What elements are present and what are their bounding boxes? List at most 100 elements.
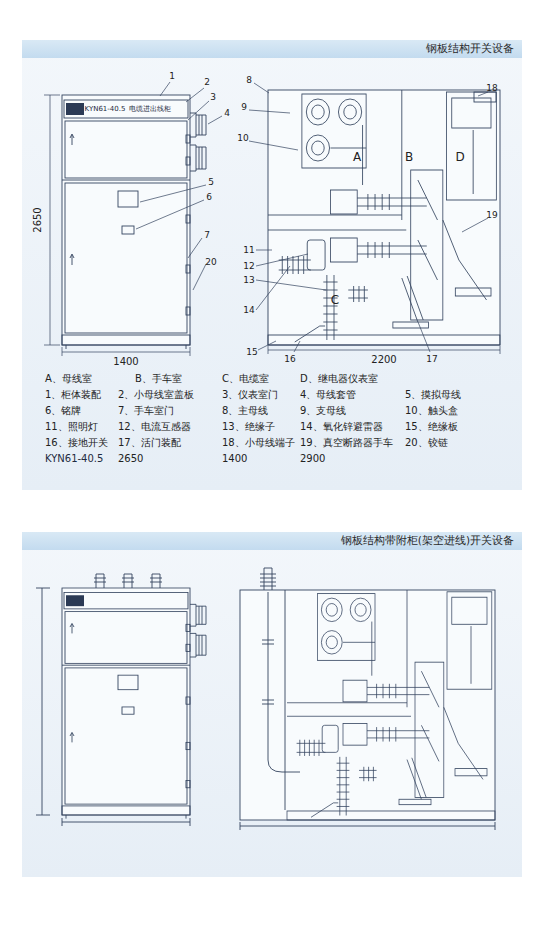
legend-item: 11、照明灯 xyxy=(45,422,98,432)
callout-number: 19 xyxy=(486,211,497,220)
drawing-g xyxy=(44,82,500,356)
legend-item: B、手车室 xyxy=(135,374,182,384)
callout-number: 14 xyxy=(243,306,254,315)
dimension-label: 2900 xyxy=(300,454,325,464)
callout-number: 18 xyxy=(486,84,497,93)
legend-item: 15、绝缘板 xyxy=(405,422,458,432)
drawing-line xyxy=(240,822,241,830)
drawing-g xyxy=(268,90,500,345)
drawing-line xyxy=(62,822,190,823)
compartment-letter: A xyxy=(353,151,361,163)
legend-item: 1、柜体装配 xyxy=(45,390,101,400)
header-band: 钢板结构带附柜(架空进线)开关设备 xyxy=(22,532,522,550)
legend-item: A、母线室 xyxy=(45,374,92,384)
drawing-line xyxy=(62,347,63,356)
dimension-label: 2650 xyxy=(118,454,143,464)
compartment-letter: C xyxy=(331,294,339,306)
drawing-line xyxy=(44,345,60,346)
drawing-rect xyxy=(240,590,495,820)
legend-item: 18、小母线端子 xyxy=(222,438,295,448)
drawing-use xyxy=(287,590,495,820)
drawing-line xyxy=(36,815,50,816)
drawing-path xyxy=(136,82,222,290)
callout-number: 13 xyxy=(243,276,254,285)
drawing-line xyxy=(44,95,60,96)
dimension-label: 1400 xyxy=(222,454,247,464)
drawing-path xyxy=(268,592,300,772)
drawing-path xyxy=(262,640,274,704)
legend-item: 9、支母线 xyxy=(300,406,346,416)
legend-item: 10、触头盒 xyxy=(405,406,458,416)
nameplate-text: KYN61-40.5 xyxy=(85,105,126,112)
drawing-line xyxy=(500,346,501,354)
legend-item: 8、主母线 xyxy=(222,406,268,416)
legend-item: 6、铭牌 xyxy=(45,406,81,416)
drawing-line xyxy=(42,588,43,815)
legend-item: 2、小母线室盖板 xyxy=(118,390,194,400)
legend-item: 19、真空断路器手车 xyxy=(300,438,393,448)
callout-number: 20 xyxy=(205,258,216,267)
callout-number: 10 xyxy=(237,134,248,143)
legend-item: 4、母线套管 xyxy=(300,390,356,400)
header-text: 钢板结构带附柜(架空进线)开关设备 xyxy=(341,534,514,548)
dimension-label: 1400 xyxy=(113,357,138,367)
legend-item: D、继电器仪表室 xyxy=(300,374,378,384)
drawing-use xyxy=(62,95,206,349)
drawing-rect xyxy=(22,532,522,877)
drawing-line xyxy=(36,588,50,589)
drawing-line xyxy=(62,818,63,826)
callout-number: 3 xyxy=(210,93,216,102)
drawing-line xyxy=(285,590,286,810)
legend-item: 14、氧化锌避雷器 xyxy=(300,422,383,432)
drawing-line xyxy=(190,818,191,826)
callout-number: 11 xyxy=(243,246,254,255)
legend-item: 16、接地开关 xyxy=(45,438,108,448)
nameplate-text: KYN61-40.5 xyxy=(45,454,103,464)
compartment-letter: D xyxy=(455,151,464,163)
drawing-line xyxy=(268,350,500,351)
callout-number: 7 xyxy=(204,231,210,240)
legend-item: 12、电流互感器 xyxy=(118,422,191,432)
drawing-rect xyxy=(22,40,522,490)
callout-number: 1 xyxy=(169,72,175,81)
drawing-line xyxy=(268,346,269,354)
callout-number: 15 xyxy=(246,348,257,357)
drawing-path xyxy=(260,568,276,590)
drawing-path xyxy=(96,574,160,588)
drawing-line xyxy=(62,352,190,353)
callout-number: 16 xyxy=(284,355,295,364)
drawing-path xyxy=(94,578,162,582)
drawing-line xyxy=(240,826,495,827)
callout-number: 2 xyxy=(204,78,210,87)
drawing-line xyxy=(495,822,496,830)
callout-number: 4 xyxy=(224,109,230,118)
drawing-path xyxy=(249,83,488,352)
callout-number: 17 xyxy=(426,355,437,364)
legend-item: 17、活门装配 xyxy=(118,438,181,448)
callout-number: 9 xyxy=(241,103,247,112)
nameplate-text: 电缆进出线柜 xyxy=(129,105,171,112)
drawing-line xyxy=(50,95,51,345)
callout-number: 8 xyxy=(246,76,252,85)
legend-item: 7、手车室门 xyxy=(118,406,174,416)
dimension-label: 2650 xyxy=(33,207,43,232)
callout-number: 12 xyxy=(243,262,254,271)
compartment-letter: B xyxy=(405,151,413,163)
dimension-label: 2200 xyxy=(371,355,396,365)
callout-number: 5 xyxy=(208,178,214,187)
legend-item: 20、铰链 xyxy=(405,438,448,448)
drawing-g xyxy=(36,568,495,830)
legend-item: 3、仪表室门 xyxy=(222,390,278,400)
drawing-use xyxy=(268,90,500,345)
callout-number: 6 xyxy=(206,193,212,202)
legend-item: C、电缆室 xyxy=(222,374,269,384)
header-text: 钢板结构开关设备 xyxy=(426,42,514,56)
drawing-rect xyxy=(268,90,500,345)
drawing-use xyxy=(62,588,206,819)
drawing-line xyxy=(190,347,191,356)
legend-item: 5、摸拟母线 xyxy=(405,390,461,400)
legend-item: 13、绝缘子 xyxy=(222,422,275,432)
header-band: 钢板结构开关设备 xyxy=(22,40,522,58)
